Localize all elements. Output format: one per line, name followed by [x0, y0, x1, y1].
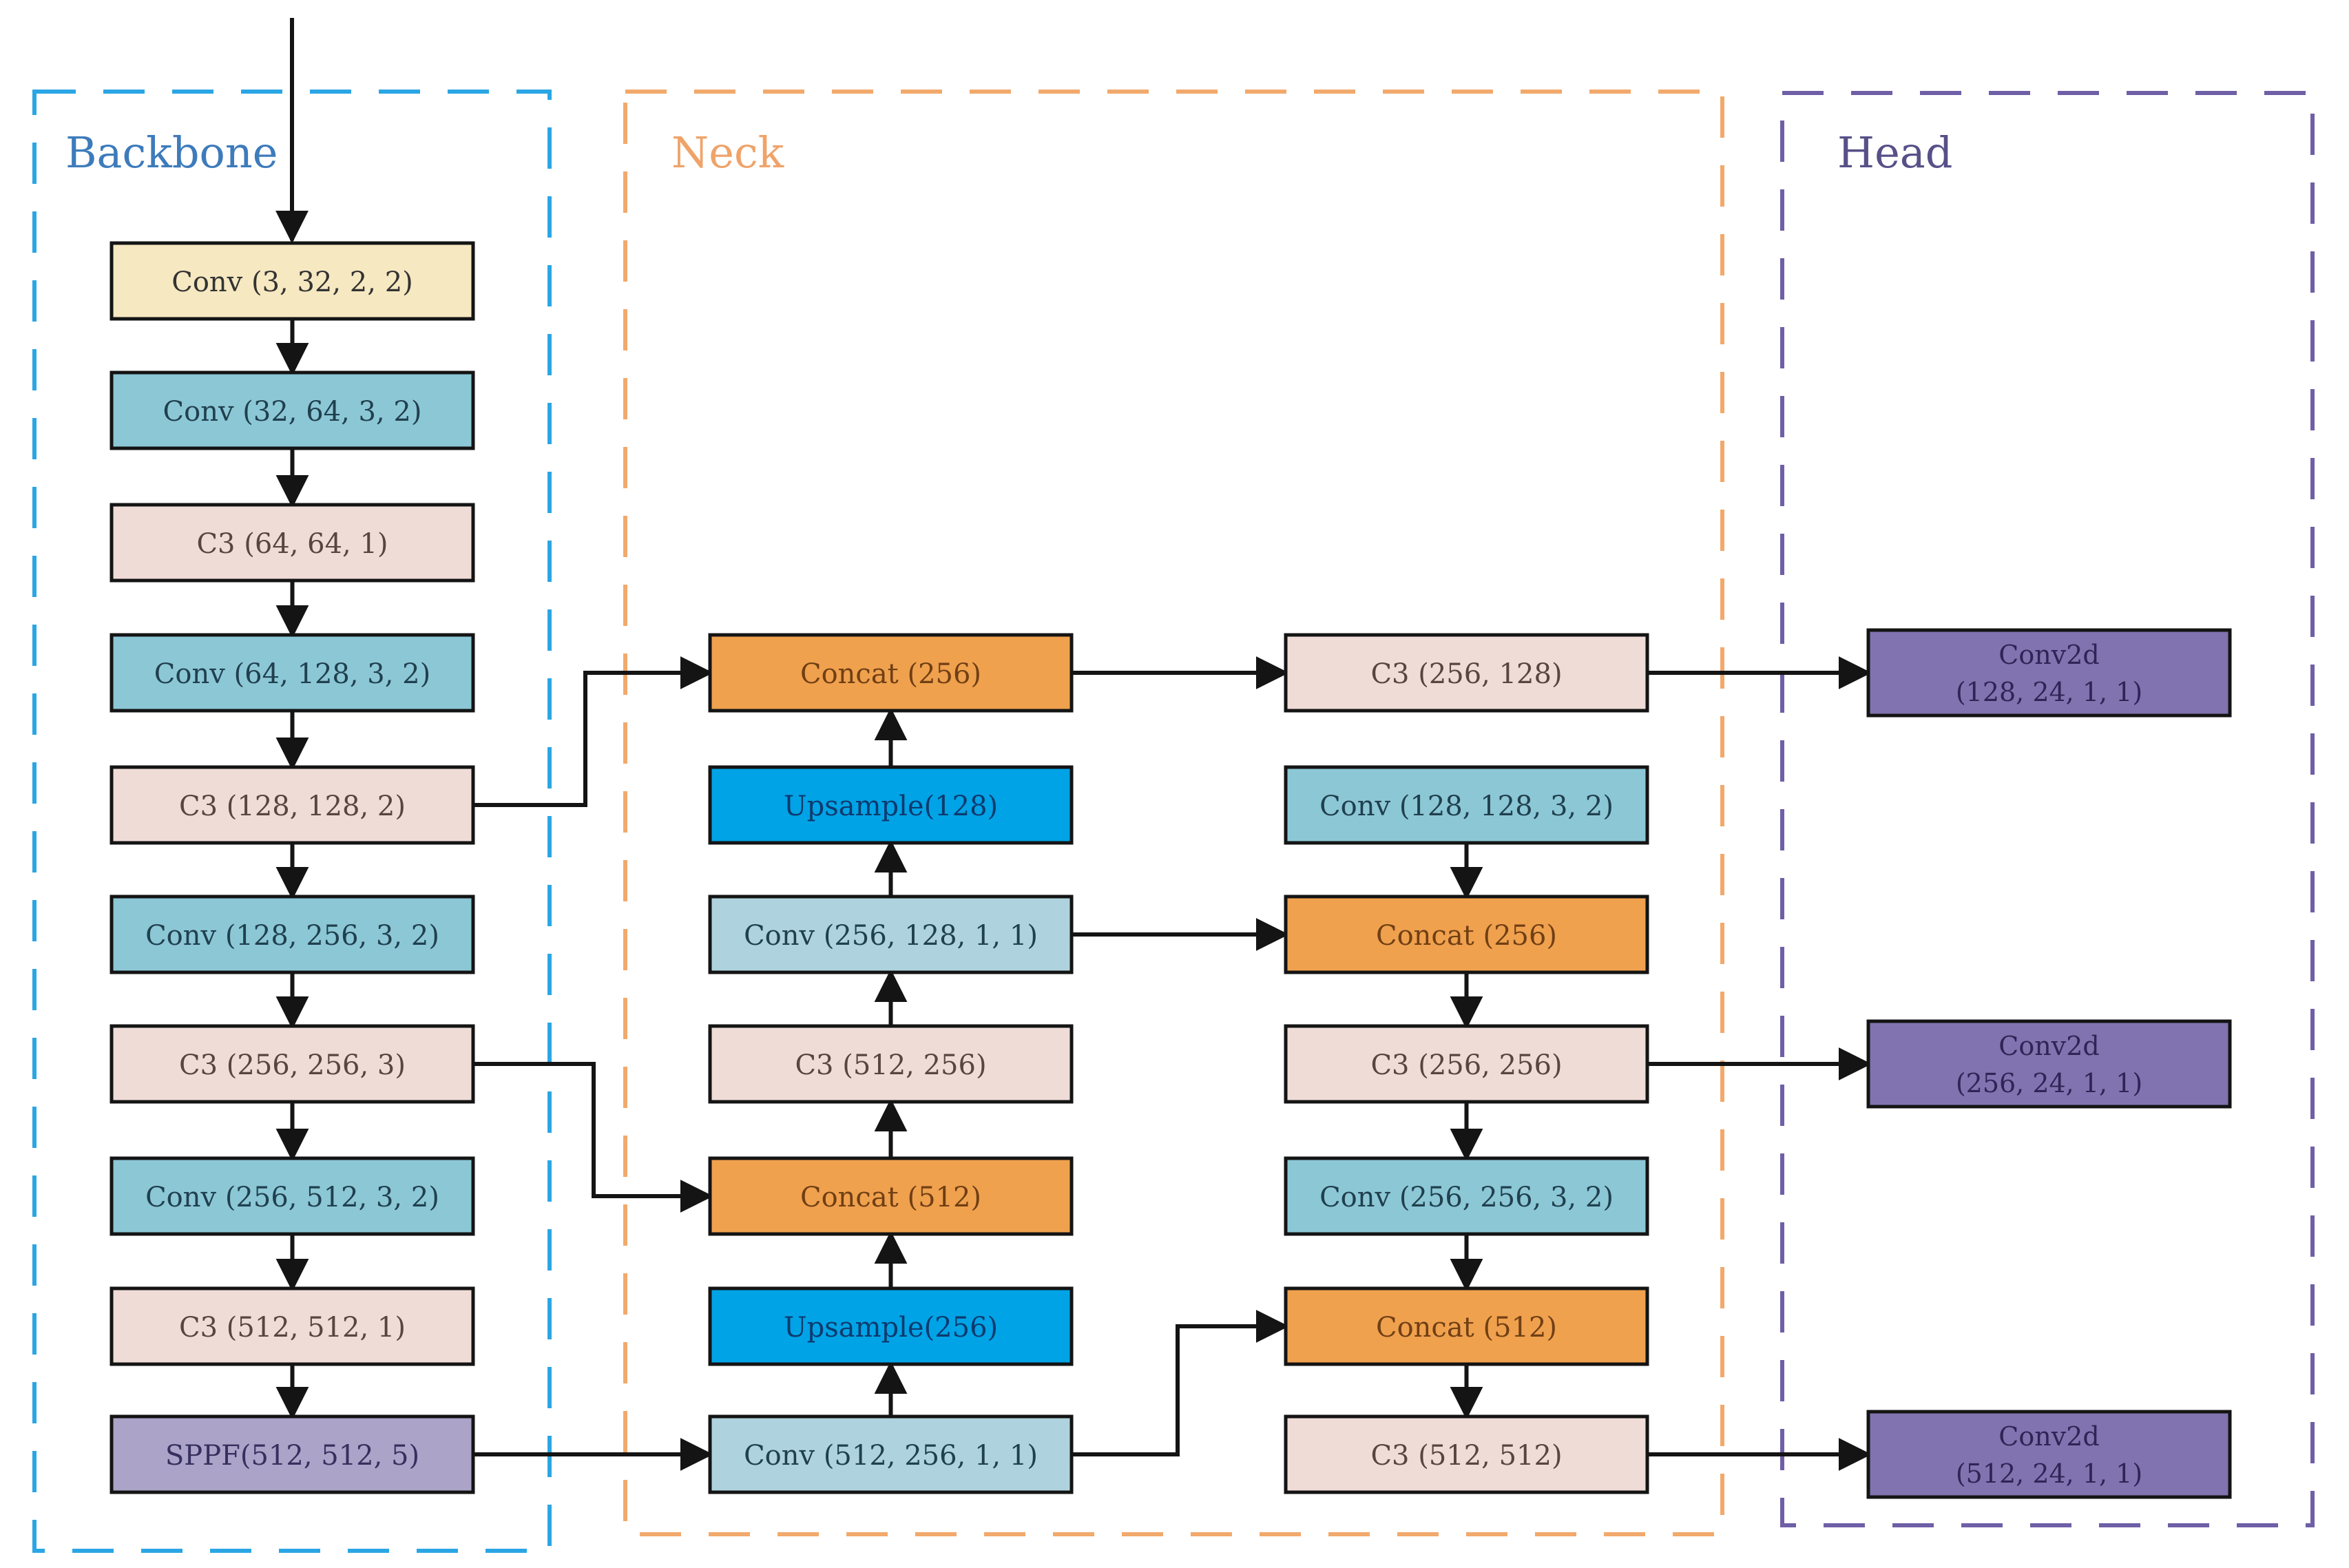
node-n2-conv256: Conv (256, 256, 3, 2) — [1284, 1156, 1649, 1236]
node-box — [109, 1156, 475, 1236]
node-b-conv4: Conv (256, 512, 3, 2) — [109, 1156, 475, 1236]
node-n2-concat512: Concat (512) — [1284, 1286, 1649, 1366]
node-label: C3 (64, 64, 1) — [196, 528, 388, 560]
node-box — [708, 1024, 1074, 1104]
node-label: Concat (256) — [800, 658, 981, 690]
node-label: SPPF(512, 512, 5) — [165, 1440, 419, 1472]
node-n1-conv256: Conv (256, 128, 1, 1) — [708, 895, 1074, 974]
node-box — [1284, 633, 1649, 713]
node-label: Conv (128, 256, 3, 2) — [145, 920, 439, 952]
node-box — [109, 765, 475, 845]
node-b-conv2: Conv (64, 128, 3, 2) — [109, 633, 475, 713]
node-box — [1866, 1410, 2232, 1499]
node-box — [109, 1024, 475, 1104]
node-label: Conv (32, 64, 3, 2) — [163, 396, 422, 428]
node-label: C3 (512, 512, 1) — [179, 1312, 406, 1344]
node-n2-c3-256-128: C3 (256, 128) — [1284, 633, 1649, 713]
node-label: Conv (3, 32, 2, 2) — [171, 266, 413, 298]
neck-region: Neck — [623, 90, 1724, 1536]
node-box — [109, 503, 475, 583]
node-h-p5: Conv2d(512, 24, 1, 1) — [1866, 1410, 2232, 1499]
head-label: Head — [1837, 127, 1952, 178]
node-box — [1866, 628, 2232, 718]
arrow-b_c3_256-to-n1_concat512 — [473, 1062, 713, 1213]
node-box — [109, 1414, 475, 1494]
node-box — [109, 1286, 475, 1366]
node-box — [708, 633, 1074, 713]
node-n2-c3-256-256: C3 (256, 256) — [1284, 1024, 1649, 1104]
node-box — [708, 895, 1074, 974]
node-box — [109, 241, 475, 321]
node-label: Conv2d(128, 24, 1, 1) — [1956, 640, 2142, 707]
node-h-p3: Conv2d(128, 24, 1, 1) — [1866, 628, 2232, 718]
node-n1-conv512: Conv (512, 256, 1, 1) — [708, 1414, 1074, 1494]
node-b-c3-128: C3 (128, 128, 2) — [109, 765, 475, 845]
node-box — [1284, 1286, 1649, 1366]
node-n1-c3-512-256: C3 (512, 256) — [708, 1024, 1074, 1104]
node-label: Conv2d(512, 24, 1, 1) — [1956, 1421, 2142, 1489]
edges — [275, 18, 1872, 1471]
node-b-conv3: Conv (128, 256, 3, 2) — [109, 895, 475, 974]
node-label: Conv (128, 128, 3, 2) — [1319, 791, 1614, 822]
node-label: Conv (256, 128, 1, 1) — [744, 920, 1038, 952]
node-box — [708, 1286, 1074, 1366]
node-label: Upsample(256) — [784, 1312, 998, 1344]
node-label: Conv (256, 256, 3, 2) — [1319, 1182, 1614, 1213]
node-label: C3 (256, 256) — [1370, 1049, 1562, 1081]
arrow-n1_conv512-to-n2_concat512 — [1072, 1310, 1289, 1456]
node-label: C3 (128, 128, 2) — [179, 791, 406, 822]
node-label: Upsample(128) — [784, 791, 998, 822]
node-label: C3 (512, 512) — [1370, 1440, 1562, 1472]
node-box — [1284, 765, 1649, 845]
node-label: Conv (64, 128, 3, 2) — [154, 658, 430, 690]
node-box — [708, 765, 1074, 845]
head-region-border — [1780, 91, 2315, 1527]
node-box — [1284, 895, 1649, 974]
node-box — [1284, 1414, 1649, 1494]
node-label: Concat (256) — [1376, 920, 1557, 952]
node-h-p4: Conv2d(256, 24, 1, 1) — [1866, 1019, 2232, 1109]
node-label: Conv2d(256, 24, 1, 1) — [1956, 1031, 2142, 1098]
node-box — [1284, 1024, 1649, 1104]
node-label: C3 (256, 128) — [1370, 658, 1562, 690]
node-label: Conv (256, 512, 3, 2) — [145, 1182, 439, 1213]
node-box — [1866, 1019, 2232, 1109]
node-b-c3-256: C3 (256, 256, 3) — [109, 1024, 475, 1104]
node-n1-concat256: Concat (256) — [708, 633, 1074, 713]
neck-region-border — [623, 90, 1724, 1536]
node-b-sppf: SPPF(512, 512, 5) — [109, 1414, 475, 1494]
node-box — [708, 1156, 1074, 1236]
node-n1-up128: Upsample(128) — [708, 765, 1074, 845]
node-n1-concat512: Concat (512) — [708, 1156, 1074, 1236]
node-label: Concat (512) — [1376, 1312, 1557, 1344]
node-label: Conv (512, 256, 1, 1) — [744, 1440, 1038, 1472]
backbone-region: Backbone — [32, 90, 552, 1553]
neck-label: Neck — [671, 127, 784, 178]
node-label: C3 (256, 256, 3) — [179, 1049, 406, 1081]
node-box — [109, 633, 475, 713]
node-n2-conv128: Conv (128, 128, 3, 2) — [1284, 765, 1649, 845]
node-b-c3-64: C3 (64, 64, 1) — [109, 503, 475, 583]
arrow-b_c3_128-to-n1_concat256 — [473, 656, 713, 807]
node-box — [1284, 1156, 1649, 1236]
node-label: C3 (512, 256) — [795, 1049, 986, 1081]
node-box — [109, 370, 475, 450]
node-box — [109, 895, 475, 974]
node-n2-concat256: Concat (256) — [1284, 895, 1649, 974]
node-box — [708, 1414, 1074, 1494]
node-b-conv1: Conv (32, 64, 3, 2) — [109, 370, 475, 450]
node-label: Concat (512) — [800, 1182, 981, 1213]
head-region: Head — [1780, 91, 2315, 1527]
node-b-c3-512: C3 (512, 512, 1) — [109, 1286, 475, 1366]
node-n1-up256: Upsample(256) — [708, 1286, 1074, 1366]
node-n2-c3-512-512: C3 (512, 512) — [1284, 1414, 1649, 1494]
backbone-region-border — [32, 90, 552, 1553]
node-b-stem: Conv (3, 32, 2, 2) — [109, 241, 475, 321]
backbone-label: Backbone — [65, 127, 278, 178]
